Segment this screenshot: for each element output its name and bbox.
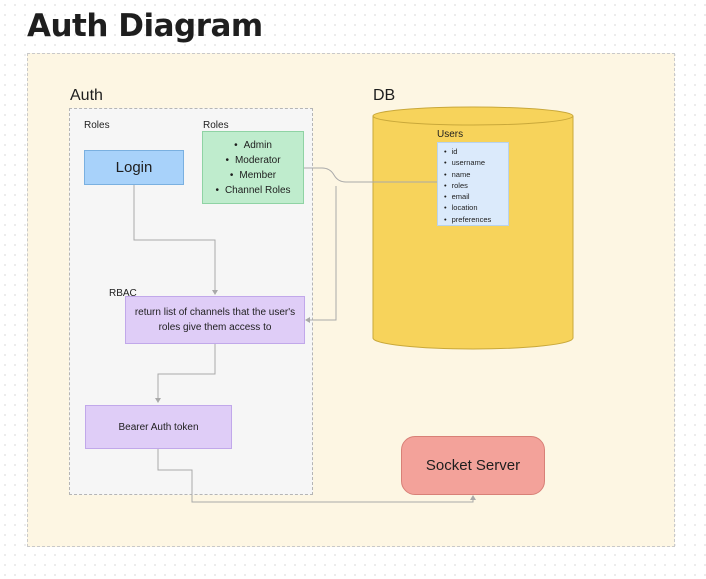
users-field-list: id username name roles email location pr… [438,143,508,225]
rbac-caption: RBAC [109,288,137,299]
field-item-preferences: preferences [444,214,508,225]
rbac-node[interactable]: return list of channels that the user's … [125,296,305,344]
login-node[interactable]: Login [84,150,184,185]
users-table-caption: Users [437,129,464,140]
role-item-moderator: Moderator [203,153,303,168]
auth-section-label: Auth [70,87,103,104]
users-table-node[interactable]: id username name roles email location pr… [437,142,509,226]
roles-caption-right: Roles [203,120,229,131]
role-item-channel-roles: Channel Roles [203,183,303,198]
role-item-admin: Admin [203,138,303,153]
field-item-id: id [444,146,508,157]
roles-list: Admin Moderator Member Channel Roles [203,132,303,198]
role-item-member: Member [203,168,303,183]
db-section-label: DB [373,87,396,104]
field-item-name: name [444,169,508,180]
roles-node[interactable]: Admin Moderator Member Channel Roles [202,131,304,204]
roles-caption-left: Roles [84,120,110,131]
field-item-roles: roles [444,180,508,191]
page-title: Auth Diagram [27,8,263,44]
bearer-token-node[interactable]: Bearer Auth token [85,405,232,449]
field-item-username: username [444,157,508,168]
field-item-location: location [444,202,508,213]
field-item-email: email [444,191,508,202]
socket-server-node[interactable]: Socket Server [401,436,545,495]
